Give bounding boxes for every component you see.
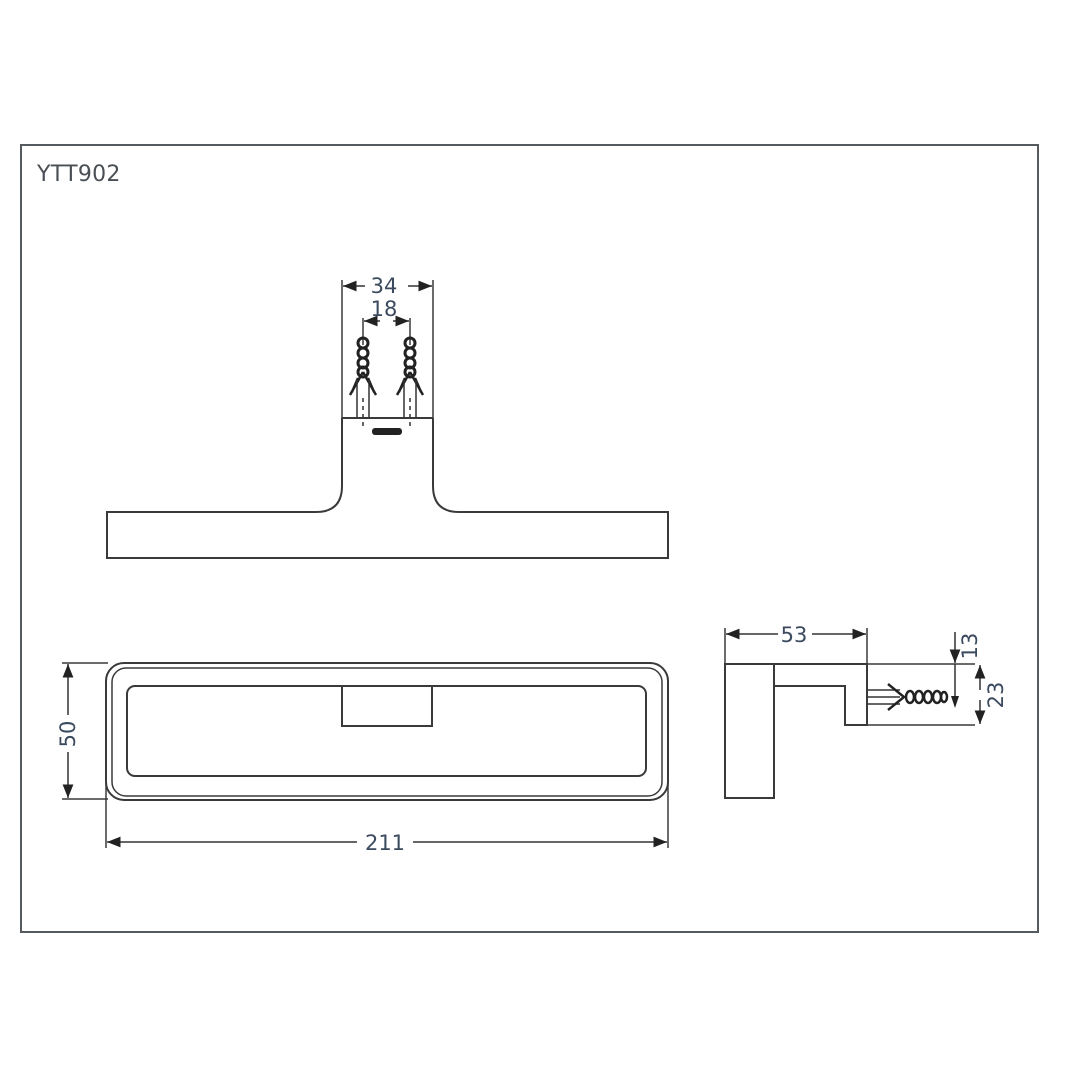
dimension-label-53: 53 [781,623,808,647]
wall-anchor-icon [348,336,378,430]
side-view-outline [724,663,868,799]
front-view: 50 211 [56,662,669,855]
dimension-height: 50 [56,662,108,800]
top-view: 34 18 [106,274,669,559]
dimension-anchor-spacing: 18 [362,297,411,345]
dimension-label-34: 34 [371,274,398,298]
dimension-label-211: 211 [365,831,405,855]
set-screw-icon [372,428,402,435]
front-view-inner-opening [126,685,647,777]
dimension-label-13: 13 [958,633,982,660]
drawing-frame [20,144,1039,933]
model-number-label: YTT902 [37,162,121,187]
wall-anchor-icon [867,683,949,711]
front-view-chamfer-line [111,667,663,797]
dimension-offset: 13 [949,632,982,708]
dimension-label-23: 23 [984,682,1008,709]
dimension-width: 211 [105,770,669,855]
wall-mount-block [341,685,433,727]
dimension-label-18: 18 [371,297,398,321]
dimension-mount-width: 34 [343,274,432,298]
dimension-label-50: 50 [56,721,80,748]
top-view-outline [106,418,669,559]
wall-anchor-icon [395,336,425,430]
dimension-depth: 53 [724,623,868,664]
front-view-outer-outline [105,662,669,801]
dimension-mount-height: 23 [974,665,1008,724]
side-view: 53 13 23 [724,623,1008,799]
